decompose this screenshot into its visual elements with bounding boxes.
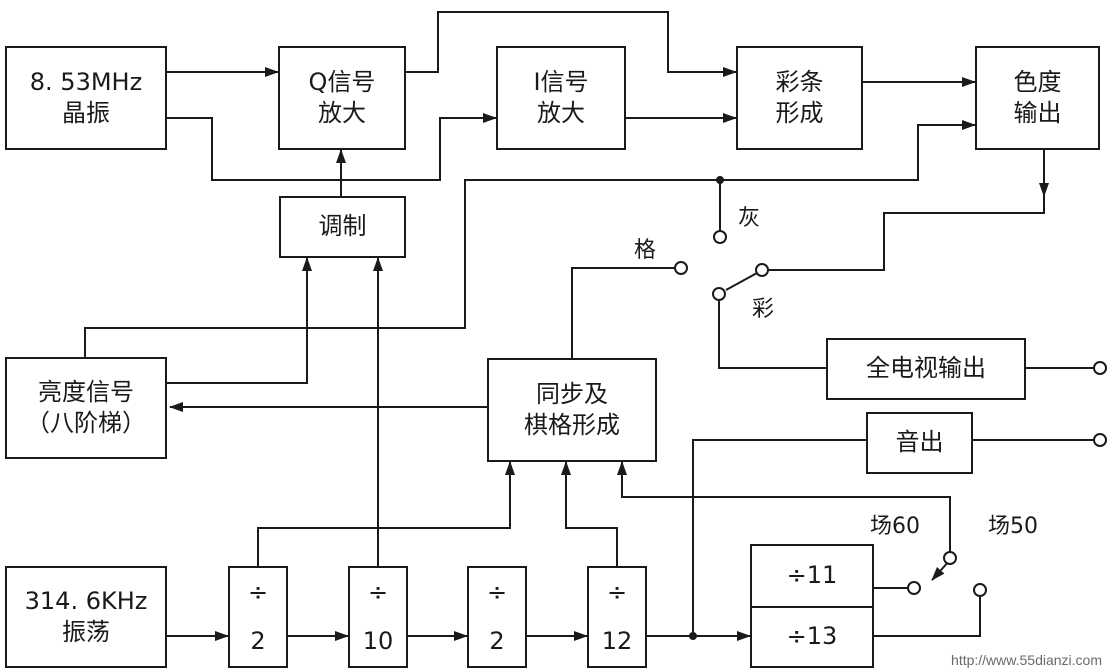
wire-div2-to-sync bbox=[257, 461, 515, 566]
tv-out-line1: 全电视输出 bbox=[866, 354, 986, 383]
crystal-line2: 晶振 bbox=[62, 99, 110, 127]
audio-out-line1: 音出 bbox=[895, 428, 944, 457]
div2a-sym: ÷ bbox=[247, 577, 269, 606]
modulator-line1: 调制 bbox=[318, 212, 367, 241]
audio-output-block: 音出 bbox=[866, 412, 973, 474]
div2b-num: 2 bbox=[489, 626, 505, 655]
div10-sym: ÷ bbox=[367, 577, 389, 606]
sync-grid-block: 同步及 棋格形成 bbox=[487, 358, 657, 462]
crystal-line1: 8. 53MHz bbox=[29, 67, 143, 96]
color-bar-block: 彩条 形成 bbox=[736, 46, 863, 150]
watermark: http://www.55dianzi.com bbox=[951, 652, 1102, 668]
i-amp-line1: I信号 bbox=[533, 67, 589, 96]
switch-arm bbox=[725, 272, 758, 291]
wire-q-to-colorbar bbox=[405, 11, 737, 77]
wire-luma-to-mod bbox=[165, 257, 312, 384]
i-signal-amp-block: I信号 放大 bbox=[496, 46, 626, 150]
div11-text: ÷11 bbox=[786, 561, 838, 590]
wire-div11-contact bbox=[871, 560, 909, 589]
div12-num: 12 bbox=[601, 626, 633, 655]
osc-line1: 314. 6KHz bbox=[24, 586, 148, 615]
terminal-field-pivot bbox=[943, 551, 957, 565]
wire-switch-to-tvout bbox=[718, 296, 826, 369]
sync-line1: 同步及 bbox=[536, 379, 608, 408]
i-amp-line2: 放大 bbox=[537, 99, 585, 127]
color-bar-line1: 彩条 bbox=[775, 67, 824, 96]
terminal-tvout bbox=[1093, 361, 1107, 375]
wire-chroma-to-switch bbox=[766, 196, 1045, 271]
chroma-line2: 输出 bbox=[1013, 99, 1062, 127]
wire-div12-to-audio bbox=[692, 439, 866, 636]
terminal-gray bbox=[713, 230, 727, 244]
tv-output-block: 全电视输出 bbox=[826, 338, 1026, 400]
div2b-sym: ÷ bbox=[486, 577, 508, 606]
terminal-field50 bbox=[973, 583, 987, 597]
wire-div12-to-sync bbox=[561, 461, 618, 566]
luma-line1: 亮度信号 bbox=[38, 377, 134, 406]
wire-div13-contact bbox=[872, 595, 981, 637]
oscillator-314-block: 314. 6KHz 振荡 bbox=[5, 566, 167, 668]
wire-crystal-to-i bbox=[165, 113, 497, 181]
color-bar-line2: 形成 bbox=[775, 99, 824, 127]
divider-13-block: ÷13 bbox=[750, 606, 874, 668]
terminal-field60 bbox=[907, 581, 921, 595]
label-field60: 场60 bbox=[870, 514, 920, 539]
modulator-block: 调制 bbox=[279, 196, 406, 258]
div13-text: ÷13 bbox=[786, 622, 838, 651]
terminal-color bbox=[712, 287, 726, 301]
label-grid: 格 bbox=[634, 238, 657, 263]
chroma-output-block: 色度 输出 bbox=[975, 46, 1100, 150]
osc-line2: 振荡 bbox=[62, 618, 110, 646]
luma-signal-block: 亮度信号 （八阶梯） bbox=[5, 357, 167, 459]
luma-line2: （八阶梯） bbox=[26, 409, 146, 437]
terminal-grid bbox=[674, 261, 688, 275]
divider-2b-block: ÷ 2 bbox=[467, 566, 527, 668]
q-amp-line1: Q信号 bbox=[308, 67, 376, 96]
div10-num: 10 bbox=[362, 626, 394, 655]
label-gray: 灰 bbox=[738, 206, 761, 231]
divider-2a-block: ÷ 2 bbox=[228, 566, 288, 668]
chroma-line1: 色度 bbox=[1013, 67, 1062, 96]
q-amp-line2: 放大 bbox=[318, 99, 366, 127]
divider-10-block: ÷ 10 bbox=[348, 566, 408, 668]
terminal-switch-common bbox=[755, 263, 769, 277]
div12-sym: ÷ bbox=[606, 577, 628, 606]
wire-field-to-sync bbox=[617, 461, 951, 560]
divider-12-block: ÷ 12 bbox=[587, 566, 647, 668]
div2a-num: 2 bbox=[250, 626, 266, 655]
sync-line2: 棋格形成 bbox=[524, 411, 620, 439]
crystal-oscillator-block: 8. 53MHz 晶振 bbox=[5, 46, 167, 150]
junction-div12 bbox=[689, 632, 697, 640]
label-color: 彩 bbox=[752, 297, 775, 322]
divider-11-block: ÷11 bbox=[750, 544, 874, 608]
wire-sync-to-grid bbox=[571, 267, 674, 358]
q-signal-amp-block: Q信号 放大 bbox=[278, 46, 406, 150]
label-field50: 场50 bbox=[988, 514, 1038, 539]
terminal-audio bbox=[1093, 433, 1107, 447]
wire-luma-to-chroma bbox=[84, 120, 976, 357]
junction-gray bbox=[716, 176, 724, 184]
